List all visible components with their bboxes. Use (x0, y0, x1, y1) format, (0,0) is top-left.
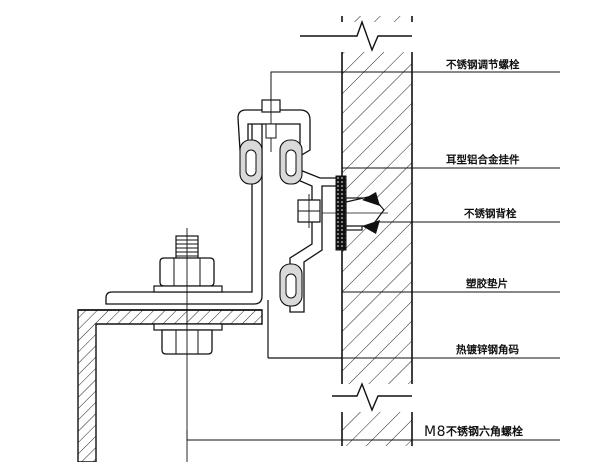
ear-aluminum-hanger (237, 92, 341, 313)
label-hex-bolt: 不锈钢六角螺栓 (446, 424, 523, 438)
label-back-bolt: 不锈钢背栓 (464, 207, 517, 220)
label-ear-hanger: 耳型铝合金挂件 (446, 153, 520, 166)
label-rubber-pad: 塑胶垫片 (466, 277, 508, 290)
label-angle-code: 热镀锌钢角码 (456, 343, 519, 356)
stone-panel (300, 16, 416, 446)
label-hex-bolt-prefix: M8 (424, 424, 446, 440)
label-adjust-bolt: 不锈钢调节螺栓 (446, 58, 520, 71)
back-bolt-assembly (322, 175, 388, 251)
leader-lines (186, 71, 560, 441)
hex-bolt-m8 (153, 228, 223, 462)
